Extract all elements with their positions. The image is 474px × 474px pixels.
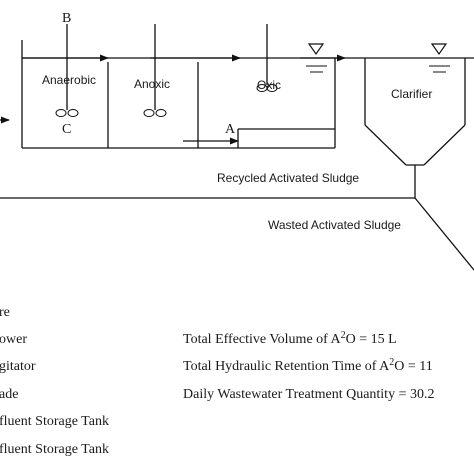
label-b: B — [62, 11, 71, 26]
sludge-lines — [0, 165, 474, 271]
label-a: A — [225, 122, 236, 137]
agitator-c — [55, 24, 79, 117]
agitator-oxic — [256, 24, 278, 92]
parameter-treatment-quantity: Daily Wastewater Treatment Quantity = 30… — [183, 387, 434, 402]
zone-label-anoxic: Anoxic — [134, 77, 170, 91]
parameter-volume: Total Effective Volume of A2O = 15 L — [183, 330, 397, 347]
legend-item: fluent Storage Tank — [0, 442, 109, 457]
legend-item: gitator — [0, 359, 36, 374]
reactor-tank — [21, 40, 336, 149]
wasted-sludge-label: Wasted Activated Sludge — [268, 218, 401, 232]
agitator-anoxic — [143, 24, 167, 117]
legend-right: Total Effective Volume of A2O = 15 L Tot… — [183, 330, 434, 402]
clarifier — [364, 58, 466, 166]
legend-item: ower — [0, 332, 27, 347]
zone-label-oxic: Oxic — [257, 78, 281, 92]
parameter-retention-time: Total Hydraulic Retention Time of A2O = … — [183, 357, 433, 374]
legend-item: ade — [0, 387, 18, 402]
zone-label-anaerobic: Anaerobic — [42, 73, 96, 87]
legend-item: re — [0, 305, 10, 320]
clarifier-label: Clarifier — [391, 87, 432, 101]
legend-left: re ower gitator ade fluent Storage Tank … — [0, 305, 109, 457]
legend-item: fluent Storage Tank — [0, 414, 109, 429]
label-c: C — [62, 122, 71, 137]
water-level-icon — [429, 43, 450, 73]
water-level-icon — [306, 43, 327, 73]
recycled-sludge-label: Recycled Activated Sludge — [217, 171, 359, 185]
aerator-a — [183, 128, 335, 148]
